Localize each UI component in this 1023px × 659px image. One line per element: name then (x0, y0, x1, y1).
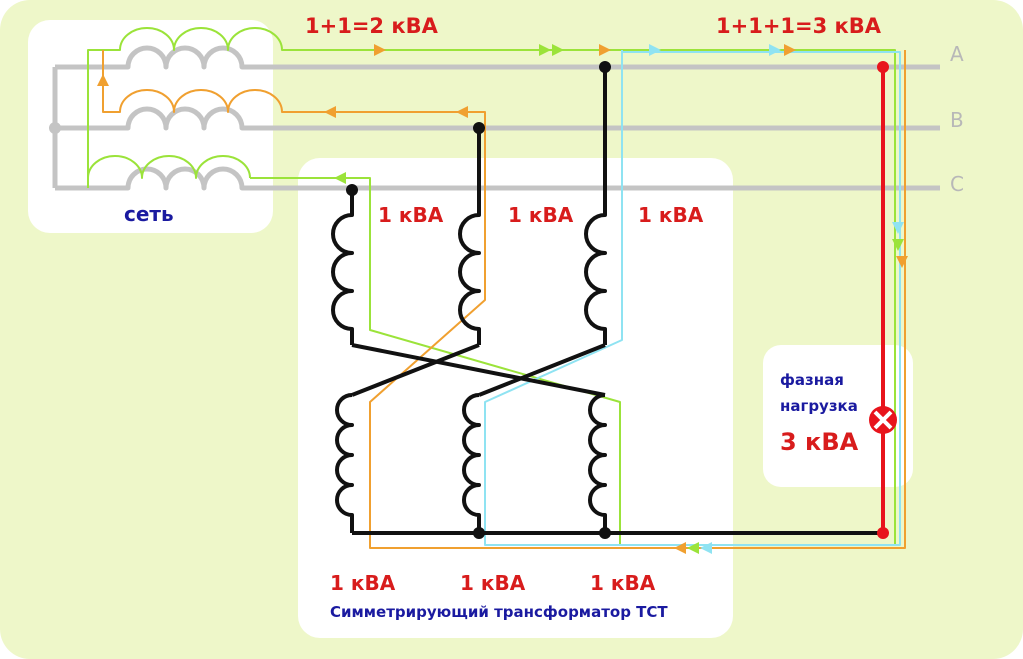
transformer-title: Симметрирующий трансформатор ТСТ (330, 603, 668, 621)
phase-b-label: B (950, 108, 964, 132)
green-current-path (87, 27, 896, 546)
load-line1: фазная (780, 371, 844, 389)
upper-rating-3: 1 кВА (638, 203, 704, 227)
network-label: сеть (124, 202, 174, 226)
load-line2: нагрузка (780, 397, 858, 415)
upper-winding-2 (458, 128, 481, 345)
upper-rating-2: 1 кВА (508, 203, 574, 227)
phase-line-b (55, 106, 940, 131)
lower-winding-1 (335, 393, 354, 533)
arrow-icon (687, 542, 699, 554)
arrow-icon (599, 44, 611, 56)
cross-link-3 (478, 343, 606, 397)
arrow-icon (784, 44, 796, 56)
network-panel (28, 20, 273, 233)
lower-rating-1: 1 кВА (330, 571, 396, 595)
arrow-icon (896, 256, 908, 268)
cyan-current-path (484, 50, 901, 546)
arrow-icon (892, 239, 904, 251)
sum-two-label: 1+1=2 кВА (305, 14, 439, 38)
load-dot-a (877, 61, 889, 73)
arrow-icon (456, 106, 468, 118)
lower-winding-3 (588, 393, 607, 533)
arrow-icon (97, 74, 109, 86)
lower-rating-2: 1 кВА (460, 571, 526, 595)
lower-rating-3: 1 кВА (590, 571, 656, 595)
phase-a-label: A (950, 42, 964, 66)
load-power: 3 кВА (780, 428, 859, 456)
transformer-panel (298, 158, 733, 638)
phase-c-label: C (950, 172, 964, 196)
cross-link-1 (351, 343, 606, 397)
sum-three-label: 1+1+1=3 кВА (716, 14, 882, 38)
arrow-icon (334, 172, 346, 184)
arrow-icon (374, 44, 386, 56)
bus-dot (473, 527, 485, 539)
arrow-icon (649, 44, 661, 56)
arrow-icon (324, 106, 336, 118)
phase-connection-dot (599, 61, 611, 73)
green-current-coil-c (87, 155, 251, 179)
arrow-icon (674, 542, 686, 554)
arrow-icon (539, 44, 551, 56)
phase-connection-dot (473, 122, 485, 134)
phase-line-a (55, 45, 940, 70)
load-panel (763, 345, 913, 487)
lamp-cross-icon (873, 410, 893, 430)
upper-winding-3 (584, 67, 607, 345)
orange-current-path (102, 50, 906, 549)
arrow-icon (700, 542, 712, 554)
upper-rating-1: 1 кВА (378, 203, 444, 227)
arrow-icon (552, 44, 564, 56)
load-dot-neutral (877, 527, 889, 539)
cross-link-2 (351, 343, 480, 397)
lower-winding-2 (462, 393, 481, 533)
phase-connection-dot (346, 184, 358, 196)
arrow-icon (892, 222, 904, 234)
arrow-icon (769, 44, 781, 56)
neutral-dot (49, 122, 61, 134)
upper-winding-1 (331, 190, 354, 345)
bus-dot (599, 527, 611, 539)
